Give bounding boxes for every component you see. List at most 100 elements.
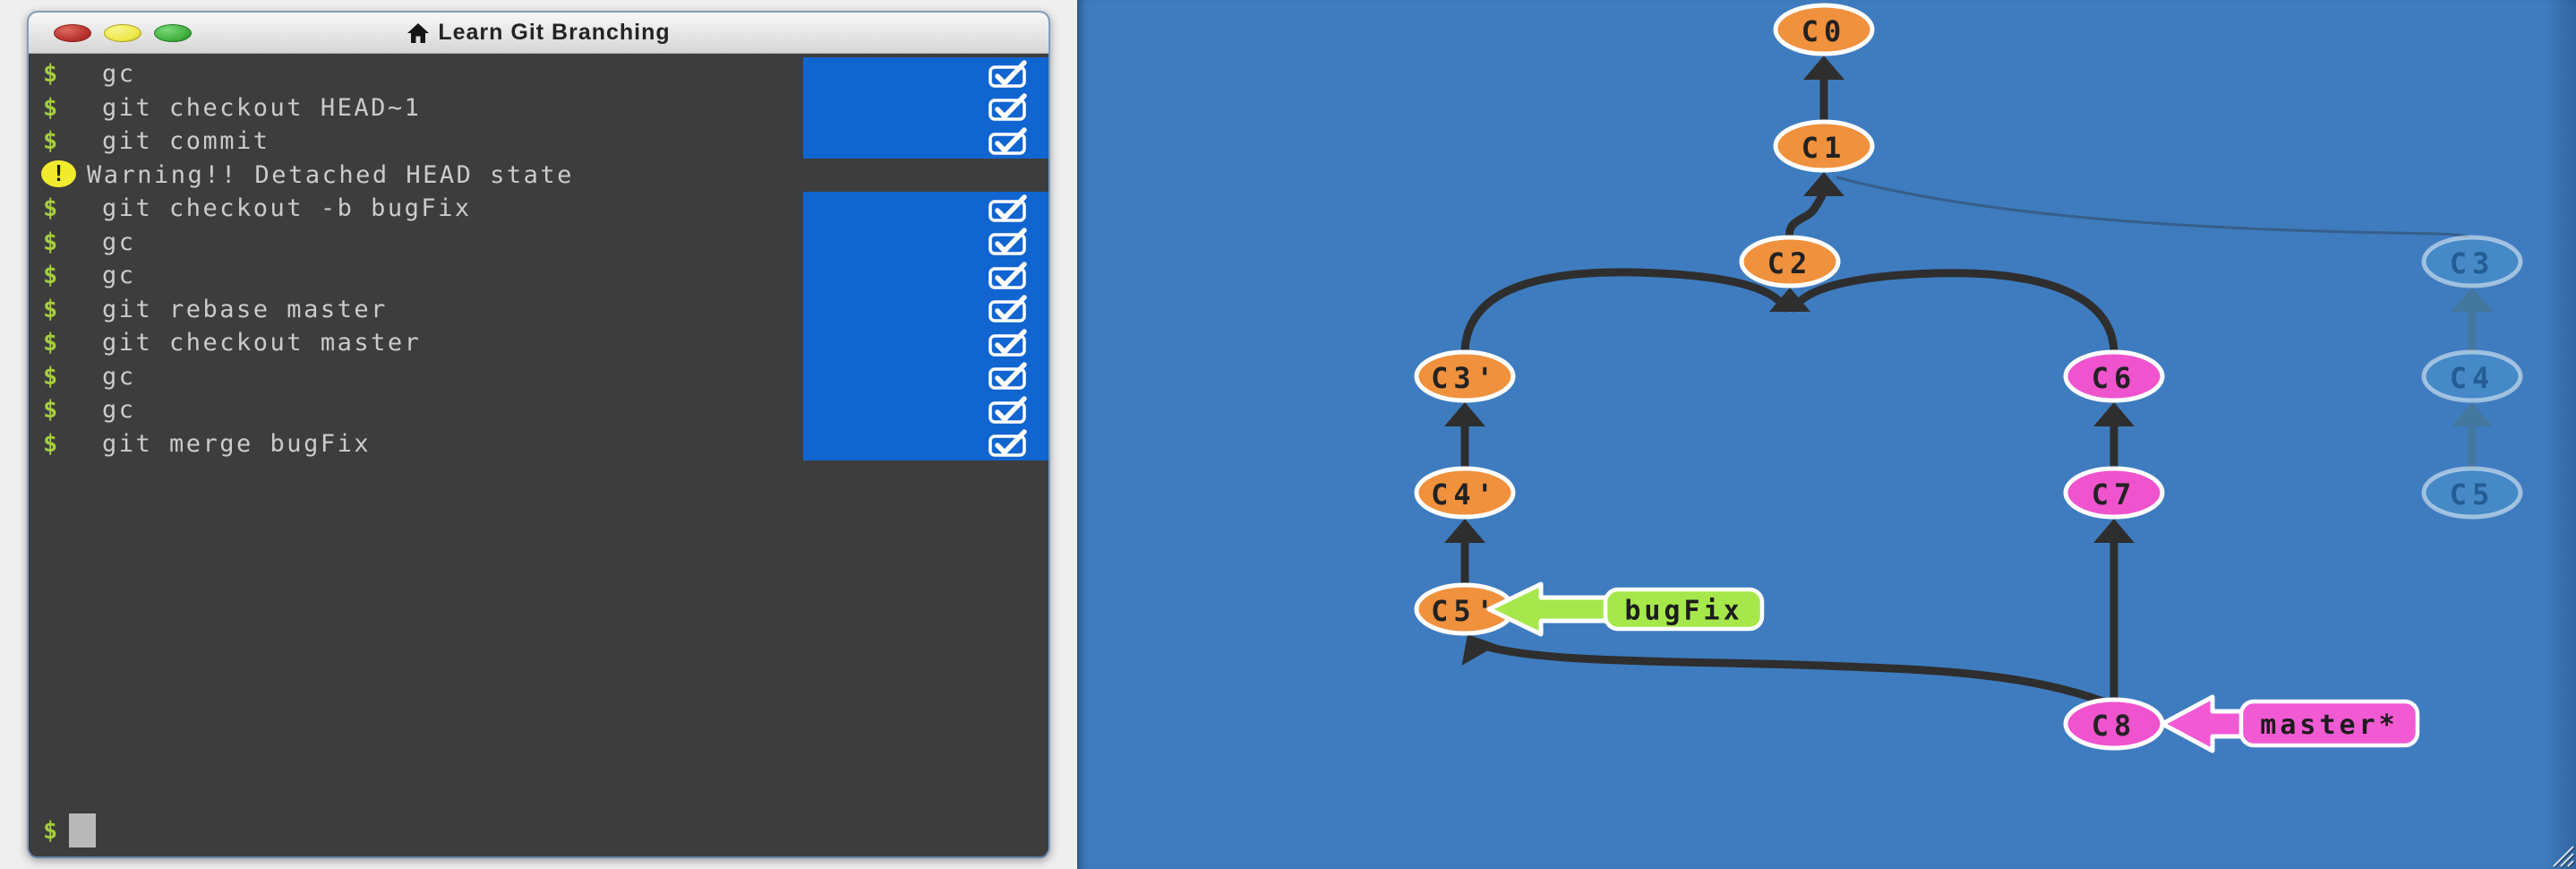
command-text: git checkout HEAD~1 <box>102 93 422 122</box>
resize-grip-icon[interactable] <box>2548 841 2575 868</box>
command-checkbox-icon <box>988 396 1027 424</box>
window-title-area: Learn Git Branching <box>407 20 670 46</box>
prompt-symbol: $ <box>43 262 60 289</box>
terminal-command-row: $ git rebase master <box>29 293 1048 327</box>
edge-C3'-to-C2 <box>1460 268 1790 357</box>
command-checkbox-icon <box>988 329 1027 357</box>
prompt-symbol: $ <box>43 194 60 222</box>
minimize-button[interactable] <box>104 23 141 42</box>
terminal-history: $gc$git checkout HEAD~1$git commit!Warni… <box>29 54 1048 460</box>
commit-node-C3: C3 <box>2421 235 2523 288</box>
branch-label-master[interactable]: master* <box>2160 694 2420 753</box>
terminal-command-row: $ gc <box>29 360 1048 394</box>
branch-label-text: bugFix <box>1624 596 1742 627</box>
prompt-symbol: $ <box>43 396 60 424</box>
commit-node-C1: C1 <box>1773 119 1875 173</box>
command-checkbox-icon <box>988 194 1027 222</box>
edge-arrowhead-icon <box>1803 172 1844 196</box>
prompt-symbol: $ <box>43 60 60 88</box>
commit-node-C3': C3' <box>1414 349 1516 403</box>
command-group: $git checkout -b bugFix$gc$gc$git rebase… <box>29 192 1048 460</box>
warning-text: Warning!! Detached HEAD state <box>87 160 574 189</box>
branch-label-box <box>2238 699 2420 748</box>
edge-arrowhead-icon <box>1803 56 1844 80</box>
commit-node-label: C6 <box>2092 361 2137 395</box>
terminal-command-row: $git merge bugFix <box>29 427 1048 461</box>
terminal-cursor <box>68 813 96 847</box>
zoom-button[interactable] <box>154 23 192 42</box>
command-text: gc <box>102 396 136 424</box>
commit-node-label: C4' <box>1431 478 1499 512</box>
terminal-command-row: $git checkout HEAD~1 <box>29 91 1048 125</box>
prompt-symbol: $ <box>43 329 60 357</box>
canvas-edge-shade <box>2546 0 2576 869</box>
traffic-lights <box>54 13 192 53</box>
branch-label-bugFix[interactable]: bugFix <box>1486 581 1765 637</box>
commit-node-label: C3 <box>2450 246 2495 280</box>
terminal-command-row: $ git checkout -b bugFix <box>29 192 1048 226</box>
edge-C6-to-C2 <box>1790 269 2118 357</box>
commit-node-label: C0 <box>1801 14 1847 48</box>
command-text: git checkout -b bugFix <box>102 194 472 222</box>
commit-node-label: C5' <box>1431 594 1499 628</box>
commit-node-label: C3' <box>1431 361 1499 395</box>
edge-arrowhead-icon <box>2452 288 2493 312</box>
commit-node-C0: C0 <box>1773 3 1875 56</box>
edge-arrowhead-icon <box>1444 402 1485 426</box>
terminal-command-row: $ gc <box>29 57 1048 91</box>
command-checkbox-icon <box>988 93 1027 121</box>
edge-arrowhead-icon <box>2452 402 2493 426</box>
terminal-prompt-row[interactable]: $ <box>29 813 96 847</box>
command-text: gc <box>102 362 136 391</box>
branch-arrow-icon <box>2160 694 2249 753</box>
edge-arrowhead-icon <box>2093 519 2135 543</box>
branch-arrow-icon <box>1486 581 1613 637</box>
terminal-command-row: $ gc <box>29 393 1048 427</box>
edge-arrowhead-icon <box>1461 634 1498 666</box>
commit-node-C5': C5' <box>1414 582 1516 636</box>
commit-node-C6: C6 <box>2063 349 2165 403</box>
branch-label-layer: bugFix master* <box>1486 581 2420 753</box>
terminal-command-row: $ git checkout master <box>29 326 1048 360</box>
prompt-symbol: $ <box>43 816 60 845</box>
branch-label-box <box>1603 587 1765 632</box>
command-text: gc <box>102 228 136 256</box>
terminal-body[interactable]: $gc$git checkout HEAD~1$git commit!Warni… <box>29 54 1048 856</box>
commit-node-label: C5 <box>2450 478 2495 512</box>
edge-arrowhead-icon <box>2093 402 2135 426</box>
commit-node-C4': C4' <box>1414 466 1516 520</box>
command-text: gc <box>102 60 136 88</box>
commit-node-label: C4 <box>2450 361 2495 395</box>
branch-label-text: master* <box>2260 710 2398 741</box>
home-icon <box>407 22 430 43</box>
prompt-symbol: $ <box>43 295 60 323</box>
prompt-symbol: $ <box>43 362 60 391</box>
commit-node-label: C2 <box>1767 246 1813 280</box>
terminal-command-row: $gc <box>29 259 1048 293</box>
commit-node-label: C1 <box>1801 131 1847 165</box>
window-title: Learn Git Branching <box>438 20 671 45</box>
command-text: git commit <box>102 127 270 155</box>
command-text: git rebase master <box>102 295 388 323</box>
command-checkbox-icon <box>988 228 1027 255</box>
edge-C8-to-C5' <box>1477 641 2108 706</box>
commit-node-C8: C8 <box>2063 697 2165 751</box>
command-text: git checkout master <box>102 329 422 357</box>
terminal-command-row: $ gc <box>29 226 1048 260</box>
edge-arrowhead-icon <box>1444 519 1485 543</box>
edge-arrowhead-icon <box>1769 288 1810 312</box>
terminal-window: Learn Git Branching $gc$git checkout HEA… <box>27 11 1050 858</box>
command-text: git merge bugFix <box>102 429 372 458</box>
close-button[interactable] <box>54 23 91 42</box>
commit-node-label: C8 <box>2092 709 2137 743</box>
terminal-warning-row: ! Warning!! Detached HEAD state <box>29 159 1048 193</box>
prompt-symbol: $ <box>43 127 60 155</box>
terminal-command-row: $ git commit <box>29 125 1048 159</box>
command-checkbox-icon <box>988 295 1027 323</box>
warning-icon: ! <box>41 160 76 187</box>
commit-node-C5: C5 <box>2421 466 2523 520</box>
prompt-symbol: $ <box>43 228 60 256</box>
